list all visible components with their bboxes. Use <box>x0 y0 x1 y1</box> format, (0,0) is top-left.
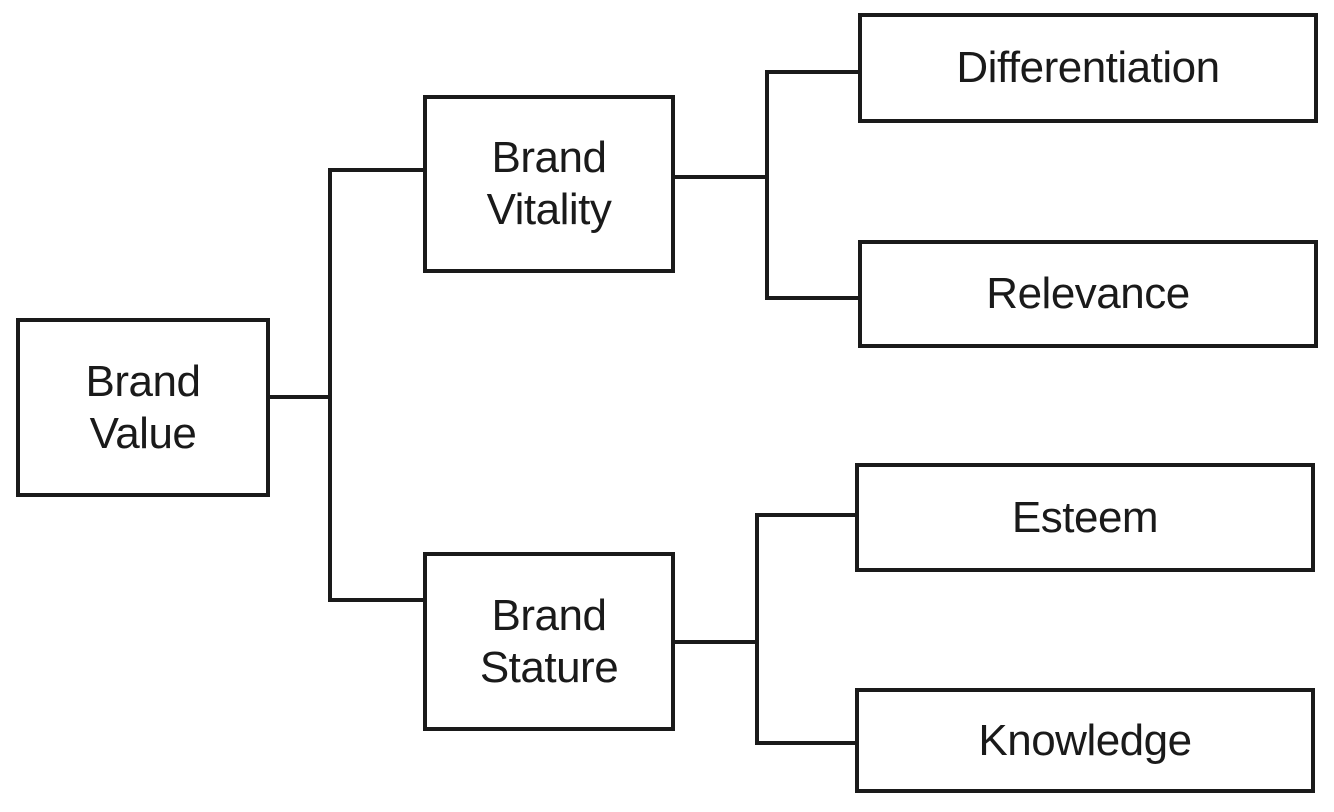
node-label-line: Esteem <box>1011 492 1159 542</box>
node-brand-value: Brand Value <box>16 318 270 497</box>
edge-brand-value-children <box>328 168 423 602</box>
node-label-line: Brand <box>85 356 201 406</box>
node-label-line: Vitality <box>486 185 612 234</box>
node-relevance: Relevance <box>858 240 1318 348</box>
node-label-line: Brand <box>491 590 607 640</box>
node-differentiation: Differentiation <box>858 13 1318 123</box>
node-brand-stature: Brand Stature <box>423 552 675 731</box>
node-label-line: Differentiation <box>956 43 1220 93</box>
node-label-line: Value <box>89 408 197 458</box>
node-label-line: Relevance <box>986 269 1190 319</box>
node-knowledge: Knowledge <box>855 688 1315 793</box>
node-brand-vitality: Brand Vitality <box>423 95 675 273</box>
node-label-line: Stature <box>479 642 619 692</box>
node-esteem: Esteem <box>855 463 1315 572</box>
node-label-line: Brand <box>491 133 607 183</box>
edge-brand-stature-children <box>755 513 855 745</box>
edge-brand-vitality-children <box>765 70 858 300</box>
node-label-line: Knowledge <box>978 715 1192 765</box>
